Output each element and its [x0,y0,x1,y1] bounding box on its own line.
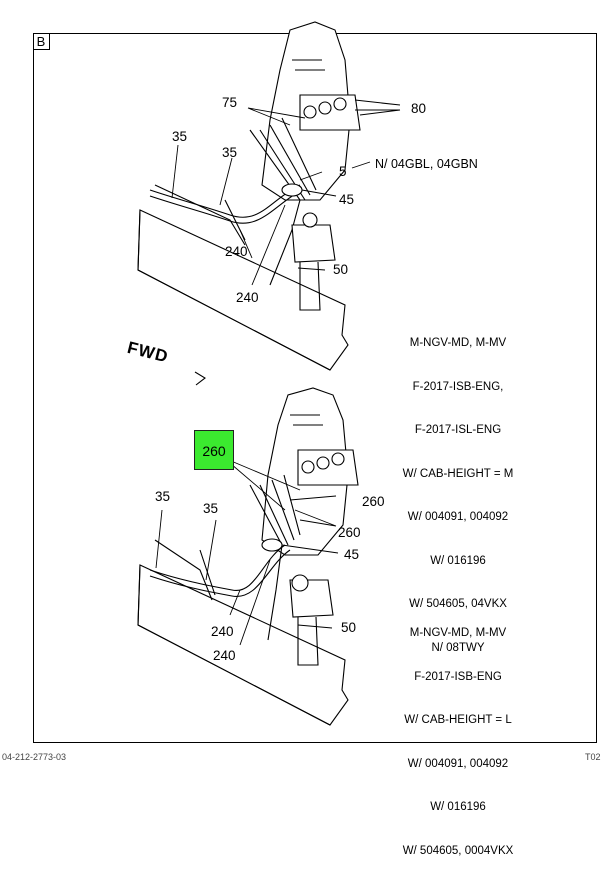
callout-260-b: 260 [362,494,385,509]
callout-5: 5 [339,164,347,179]
section-label: B [33,33,50,50]
callout-260-c: 260 [338,525,361,540]
lower-applicability-line: W/ 004091, 004092 [407,757,509,770]
callout-50-lower: 50 [341,620,357,635]
lower-applicability-line: W/ 016196 [430,801,486,813]
upper-applicability-line: F-2017-ISL-ENG [414,424,502,436]
callout-75: 75 [222,95,238,110]
callout-35-a: 35 [172,129,188,144]
fwd-arrow-icon [194,371,206,386]
callout-240-c: 240 [211,624,234,639]
upper-frame-rail [137,209,349,371]
upper-applicability-line: W/ 504605, 04VKX [409,598,507,610]
callout-45-lower: 45 [344,547,360,562]
callout-45: 45 [339,192,355,207]
upper-leaders [171,107,401,286]
callout-35-d: 35 [203,501,219,516]
upper-applicability-line: W/ 016196 [430,554,486,567]
callout-50: 50 [333,262,349,277]
upper-valves [299,94,401,131]
document-id: 04-212-2773-03 [2,752,67,762]
lower-valves [297,449,359,486]
callout-240-a: 240 [225,244,248,259]
diagram-artwork [137,21,401,726]
lower-tank-assembly [289,574,334,666]
callout-35-c: 35 [155,489,171,504]
callout-35-b: 35 [222,145,238,160]
upper-tank-assembly [291,212,336,311]
callout-240-d: 240 [213,648,236,663]
lower-hoses [149,474,301,641]
lower-applicability-line: M-NGV-MD, M-MV [409,627,507,639]
callout-240-b: 240 [236,290,259,305]
note-5-exclusions: N/ 04GBL, 04GBN [375,157,478,171]
upper-clamp [281,183,303,197]
upper-applicability-line: W/ 004091, 004092 [407,511,509,523]
page-code: T02 [585,752,601,762]
lower-applicability-line: W/ CAB-HEIGHT = L [404,714,512,726]
lower-clamp [261,538,283,552]
lower-applicability-line: W/ 504605, 0004VKX [402,844,514,857]
lower-applicability-line: F-2017-ISB-ENG [414,670,502,683]
upper-applicability-line: M-NGV-MD, M-MV [409,337,507,349]
upper-applicability-line: W/ CAB-HEIGHT = M [402,467,514,480]
lower-frame-rail [137,564,349,726]
upper-applicability-line: F-2017-ISB-ENG, [412,380,504,393]
lower-applicability: M-NGV-MD, M-MV F-2017-ISB-ENG W/ CAB-HEI… [378,597,538,873]
highlighted-callout-260[interactable]: 260 [194,430,234,470]
upper-applicability-line: N/ 08TWY [431,641,485,654]
lower-leaders [155,457,339,646]
upper-applicability: M-NGV-MD, M-MV F-2017-ISB-ENG, F-2017-IS… [388,307,528,670]
callout-80: 80 [411,101,427,116]
